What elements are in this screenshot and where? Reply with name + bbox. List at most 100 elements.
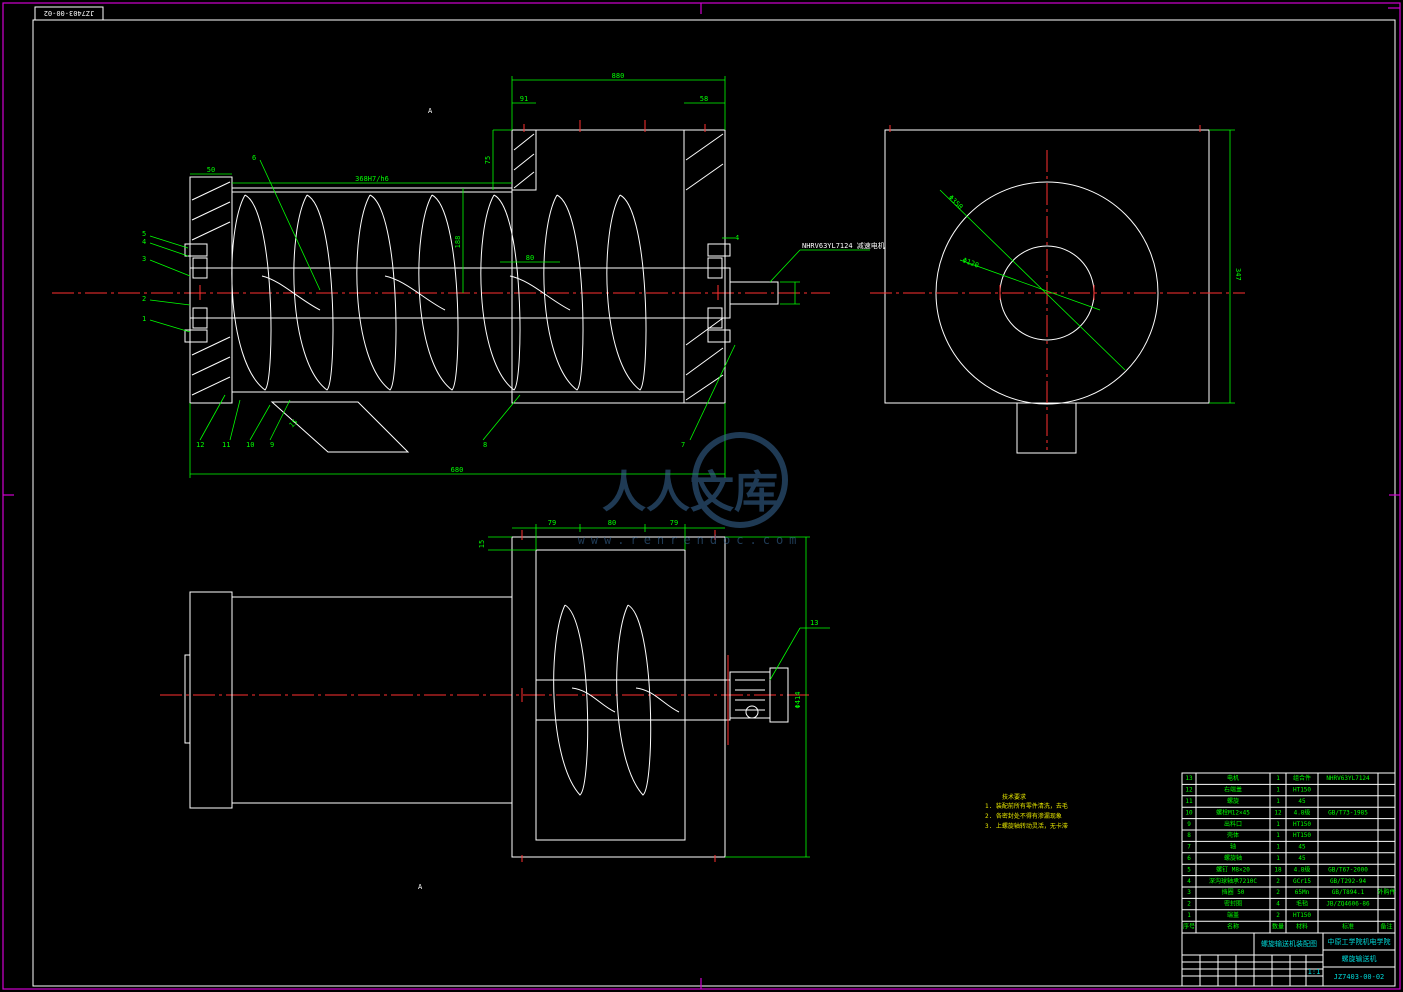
watermark-logo-ring bbox=[692, 432, 788, 528]
bom-cell-no: 2 bbox=[1187, 901, 1191, 908]
bom-cell-qty: 2 bbox=[1276, 912, 1280, 919]
bom-cell-no: 1 bbox=[1187, 912, 1191, 919]
bom-cell-std: GB/T292-94 bbox=[1330, 878, 1367, 885]
bom-cell-name: 名称 bbox=[1227, 922, 1239, 930]
balloon-10: 10 bbox=[246, 441, 254, 449]
view-label-bottom: A bbox=[418, 883, 423, 891]
left-hatch bbox=[191, 181, 231, 396]
dim-top-b: 80 bbox=[608, 519, 616, 527]
dim-detail: 15 bbox=[288, 418, 300, 430]
dim-pitch: 80 bbox=[526, 254, 534, 262]
balloon-4-right: 4 bbox=[735, 234, 739, 242]
bom-cell-name: 电机 bbox=[1227, 774, 1239, 782]
bom-cell-no: 11 bbox=[1185, 798, 1193, 805]
bom-cell-std: GB/T894.1 bbox=[1332, 889, 1365, 896]
side-view: Φ350 Φ120 347 bbox=[870, 125, 1245, 454]
bom-cell-name: 螺钉 M8×20 bbox=[1216, 865, 1250, 873]
balloon-8: 8 bbox=[483, 441, 487, 449]
dim-top-step: 75 bbox=[484, 156, 492, 164]
top-housing bbox=[511, 536, 726, 858]
bom-cell-qty: 1 bbox=[1276, 798, 1280, 805]
bom-cell-no: 9 bbox=[1187, 821, 1191, 828]
bom-cell-name: 端盖 bbox=[1227, 911, 1239, 919]
bom-cell-std: GB/T73-1985 bbox=[1328, 809, 1368, 816]
bom-cell-qty: 1 bbox=[1276, 855, 1280, 862]
balloon-6: 6 bbox=[252, 154, 256, 162]
bom-cell-qty: 1 bbox=[1276, 775, 1280, 782]
top-view: 79 80 79 15 Φ414 13 A bbox=[160, 519, 830, 891]
balloon-2: 2 bbox=[142, 295, 146, 303]
bom-cell-std: NHRV63YL7124 bbox=[1326, 775, 1370, 782]
balloon-3: 3 bbox=[142, 255, 146, 263]
center-marks bbox=[3, 3, 1400, 989]
balloon-9: 9 bbox=[270, 441, 274, 449]
dim-top-c: 79 bbox=[670, 519, 678, 527]
top-shaft bbox=[535, 679, 731, 721]
bom-cell-mat: 组合件 bbox=[1293, 774, 1311, 782]
bom-cell-mat: HT150 bbox=[1293, 832, 1311, 839]
drawing-number-stamp: JZ7403-00-02 bbox=[44, 9, 95, 17]
front-dimensions bbox=[149, 76, 870, 478]
bom-cell-std: JB/ZQ4606-86 bbox=[1326, 901, 1370, 908]
bom-cell-name: 螺旋轴 bbox=[1224, 854, 1242, 862]
bom-cell-mat: HT150 bbox=[1293, 821, 1311, 828]
balloon-4: 4 bbox=[142, 238, 146, 246]
bom-cell-mat: 65Mn bbox=[1295, 889, 1310, 896]
school-name: 中原工学院机电学院 bbox=[1328, 937, 1391, 946]
dim-top-width: 880 bbox=[612, 72, 625, 80]
bom-cell-mat: 45 bbox=[1298, 844, 1306, 851]
watermark-url: www.renrendoc.com bbox=[578, 533, 803, 547]
bom-cell-rem: 外购件 bbox=[1377, 888, 1395, 896]
project-title: 螺旋输送机装配图 bbox=[1261, 939, 1317, 948]
balloon-5: 5 bbox=[142, 230, 146, 238]
bom-cell-name: 螺旋 bbox=[1227, 797, 1239, 805]
bom-cell-qty: 2 bbox=[1276, 889, 1280, 896]
balloon-11: 11 bbox=[222, 441, 230, 449]
dim-inner-length: 368H7/h6 bbox=[355, 175, 389, 183]
bom-cell-qty: 12 bbox=[1274, 809, 1282, 816]
bom-cell-qty: 1 bbox=[1276, 832, 1280, 839]
bom-cell-mat: 材料 bbox=[1296, 922, 1308, 930]
bom-cell-mat: HT150 bbox=[1293, 912, 1311, 919]
bearings bbox=[184, 243, 731, 343]
dim-top-side: 15 bbox=[478, 540, 486, 548]
drawing-name: 螺旋输送机 bbox=[1342, 954, 1377, 963]
bom-cell-std: GB/T67-2000 bbox=[1328, 866, 1368, 873]
front-view: 880 91 58 368H7/h6 50 75 188 80 680 15 N… bbox=[52, 72, 885, 478]
scale: 1:1 bbox=[1308, 968, 1321, 976]
bom-cell-mat: GCr15 bbox=[1293, 878, 1311, 885]
dim-inner-dia: Φ120 bbox=[961, 256, 980, 269]
bom-cell-rem: 备注 bbox=[1380, 922, 1392, 930]
balloon-12: 12 bbox=[196, 441, 204, 449]
side-dimensions bbox=[939, 129, 1235, 404]
dim-outer-dia: Φ350 bbox=[947, 194, 965, 211]
bom-cell-no: 10 bbox=[1185, 809, 1193, 816]
bom-cell-qty: 1 bbox=[1276, 844, 1280, 851]
bom-cell-name: 轴 bbox=[1230, 843, 1236, 851]
motor-note: NHRV63YL7124 减速电机 bbox=[802, 241, 885, 250]
bom-cell-mat: 毛毡 bbox=[1296, 900, 1308, 908]
dim-top-v: Φ414 bbox=[794, 692, 802, 709]
bom-cell-name: 密封圈 bbox=[1224, 900, 1242, 908]
dim-total: 680 bbox=[451, 466, 464, 474]
balloon-1: 1 bbox=[142, 315, 146, 323]
bom-cell-no: 序号 bbox=[1183, 922, 1195, 930]
bom-cell-no: 12 bbox=[1185, 787, 1193, 794]
bom-cell-mat: HT150 bbox=[1293, 787, 1311, 794]
bom-cell-qty: 1 bbox=[1276, 821, 1280, 828]
view-label-top: A bbox=[428, 107, 433, 115]
bom-cell-qty: 2 bbox=[1276, 878, 1280, 885]
shaft-end bbox=[729, 281, 779, 305]
bom-cell-mat: 45 bbox=[1298, 798, 1306, 805]
balloon-7: 7 bbox=[681, 441, 685, 449]
outlet-chute bbox=[270, 401, 410, 453]
dim-height: 188 bbox=[454, 236, 462, 249]
bom-cell-qty: 4 bbox=[1276, 901, 1280, 908]
bom-cell-mat: 45 bbox=[1298, 855, 1306, 862]
bom-cell-std: 标准 bbox=[1342, 922, 1354, 930]
balloon-13: 13 bbox=[810, 619, 818, 627]
notes-title: 技术要求 bbox=[1002, 793, 1026, 801]
